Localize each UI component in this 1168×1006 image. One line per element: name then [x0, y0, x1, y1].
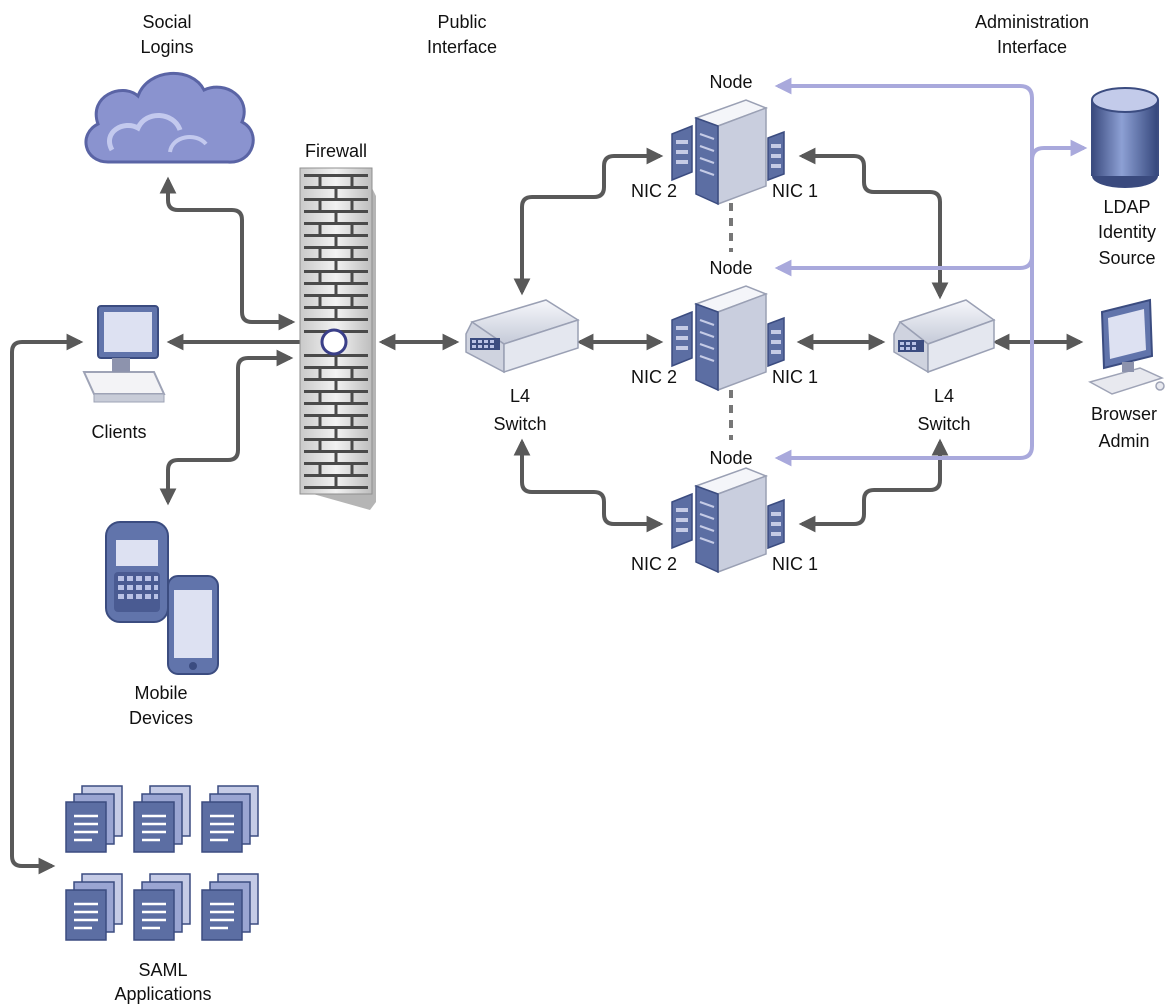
- server-tower-icon: [693, 467, 769, 574]
- admin-connectors: [774, 77, 1088, 467]
- nic-card-icon: [767, 130, 785, 182]
- admin-connector-ldap: [1030, 139, 1088, 161]
- connector-node-top-adminswitch: [798, 147, 949, 300]
- node-bottom-nic-right-label: NIC 1: [772, 554, 818, 574]
- admin-connector-node-bottom: [774, 300, 1034, 467]
- firewall-port-hole: [320, 328, 348, 356]
- node-middle-nic-right-label: NIC 1: [772, 367, 818, 387]
- node-middle-nic-left-label: NIC 2: [631, 367, 677, 387]
- connector-mobile-firewall: [159, 349, 294, 506]
- connectors: [10, 147, 1084, 875]
- connector-clients-saml: [10, 333, 84, 875]
- node-top-nic-right-label: NIC 1: [772, 181, 818, 201]
- server-tower-icon: [693, 285, 769, 392]
- nic-card-icon: [671, 124, 693, 182]
- nic-card-icon: [767, 316, 785, 368]
- clients-label: Clients: [91, 422, 146, 442]
- connector-cloud-firewall: [159, 176, 296, 331]
- firewall-label: Firewall: [305, 141, 367, 161]
- monitor-icon: [1088, 298, 1165, 395]
- admin-connector-node-top: [774, 77, 1034, 300]
- cloud-icon: [84, 71, 255, 164]
- admin-connector-node-middle: [774, 255, 1034, 277]
- node-bottom-nic-left-label: NIC 2: [631, 554, 677, 574]
- node-bottom-label: Node: [709, 448, 752, 468]
- node-middle: [671, 285, 785, 392]
- node-top: [671, 99, 785, 206]
- node-top-label: Node: [709, 72, 752, 92]
- node-top-nic-left-label: NIC 2: [631, 181, 677, 201]
- node-middle-label: Node: [709, 258, 752, 278]
- server-tower-icon: [693, 99, 769, 206]
- network-switch-icon: [465, 299, 580, 374]
- connector-node-bottom-adminswitch: [798, 438, 949, 533]
- database-cylinder-icon: [1091, 87, 1159, 188]
- nic-card-icon: [767, 498, 785, 550]
- connector-switch-node-top: [513, 147, 664, 296]
- document-stack-icon: [65, 785, 259, 941]
- smartphone-icon: [105, 521, 219, 675]
- firewall-brick-icon: [299, 167, 376, 510]
- network-switch-icon: [893, 299, 996, 374]
- connector-switch-node-bottom: [513, 438, 664, 533]
- node-bottom: [671, 467, 785, 574]
- monitor-icon: [82, 305, 166, 403]
- nic-card-icon: [671, 492, 693, 550]
- nic-card-icon: [671, 310, 693, 368]
